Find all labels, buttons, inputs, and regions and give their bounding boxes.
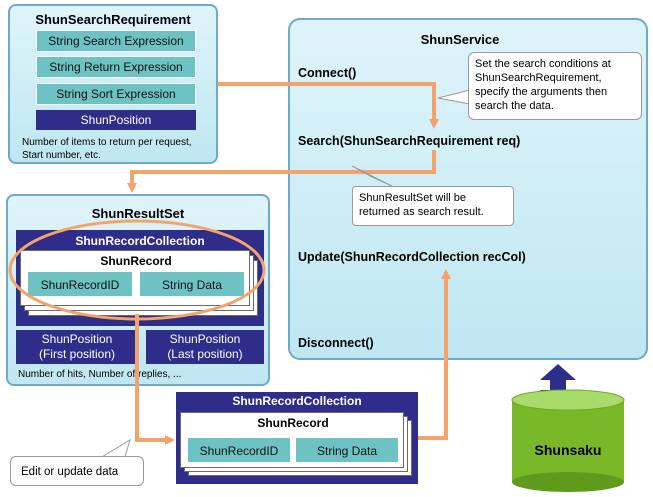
search-expression-field: String Search Expression: [36, 30, 196, 52]
record-data-field: String Data: [139, 271, 245, 297]
last-position-sub: (Last position): [167, 347, 243, 361]
search-bubble-line1: Set the search conditions at: [475, 58, 611, 70]
shun-position-field: ShunPosition: [36, 110, 196, 130]
return-expression-field: String Return Expression: [36, 56, 196, 78]
sort-expression-field: String Sort Expression: [36, 83, 196, 105]
result-set-panel: ShunResultSet ShunRecordCollection ShunR…: [6, 194, 270, 386]
result-bubble-line2: returned as search result.: [359, 206, 484, 218]
search-requirement-panel: ShunSearchRequirement String Search Expr…: [8, 4, 218, 164]
result-bubble-line1: ShunResultSet will be: [359, 192, 467, 204]
edit-update-bubble: Edit or update data: [10, 456, 144, 486]
database-label: Shunsaku: [534, 442, 602, 458]
database-cylinder: [511, 389, 625, 492]
result-set-note: Number of hits, Number of replies, ...: [18, 369, 182, 380]
first-position-box: ShunPosition (First position): [16, 330, 138, 364]
result-returned-bubble: ShunResultSet will be returned as search…: [352, 186, 514, 226]
first-position-label: ShunPosition: [41, 332, 113, 346]
search-method: Search(ShunSearchRequirement req): [298, 134, 521, 148]
arrow-edit-to-update: [418, 269, 451, 440]
bottom-record-title: ShunRecord: [257, 416, 329, 430]
record-card: ShunRecord ShunRecordID String Data: [20, 250, 250, 306]
bottom-record-data-field: String Data: [295, 437, 399, 463]
search-bubble-line2: ShunSearchRequirement,: [475, 72, 602, 84]
requirement-note-line2: Start number, etc.: [22, 150, 101, 161]
search-bubble-line3: specify the arguments then: [475, 86, 608, 98]
disconnect-method: Disconnect(): [298, 336, 374, 350]
result-bubble-tail: [351, 165, 393, 187]
record-highlight-ellipse: [8, 219, 266, 321]
last-position-box: ShunPosition (Last position): [146, 330, 264, 364]
edit-bubble-text: Edit or update data: [21, 466, 119, 478]
bottom-record-collection: ShunRecordCollection ShunRecord ShunReco…: [176, 392, 418, 484]
last-position-label: ShunPosition: [169, 332, 241, 346]
search-bubble-line4: search the data.: [475, 100, 554, 112]
update-method: Update(ShunRecordCollection recCol): [298, 250, 526, 264]
requirement-note-line1: Number of items to return per request,: [22, 137, 192, 148]
arrow-resultset-to-edit: [135, 314, 175, 445]
first-position-sub: (First position): [38, 347, 115, 361]
bottom-record-id-field: ShunRecordID: [187, 437, 291, 463]
bottom-record-card: ShunRecord ShunRecordID String Data: [180, 412, 404, 468]
result-set-title: ShunResultSet: [91, 206, 185, 221]
arrow-requirement-to-search: [218, 82, 439, 129]
bottom-collection-title: ShunRecordCollection: [232, 394, 362, 408]
shun-service-title: ShunService: [420, 32, 500, 47]
arrow-search-to-resultset: [127, 150, 436, 193]
record-collection-box: ShunRecordCollection ShunRecord ShunReco…: [16, 230, 264, 326]
record-id-field: ShunRecordID: [27, 271, 133, 297]
record-title: ShunRecord: [100, 254, 172, 268]
search-bubble-tail: [437, 89, 471, 105]
record-collection-title: ShunRecordCollection: [75, 234, 205, 248]
connect-method: Connect(): [298, 66, 357, 80]
search-conditions-bubble: Set the search conditions at ShunSearchR…: [468, 52, 642, 120]
search-requirement-title: ShunSearchRequirement: [35, 12, 191, 27]
